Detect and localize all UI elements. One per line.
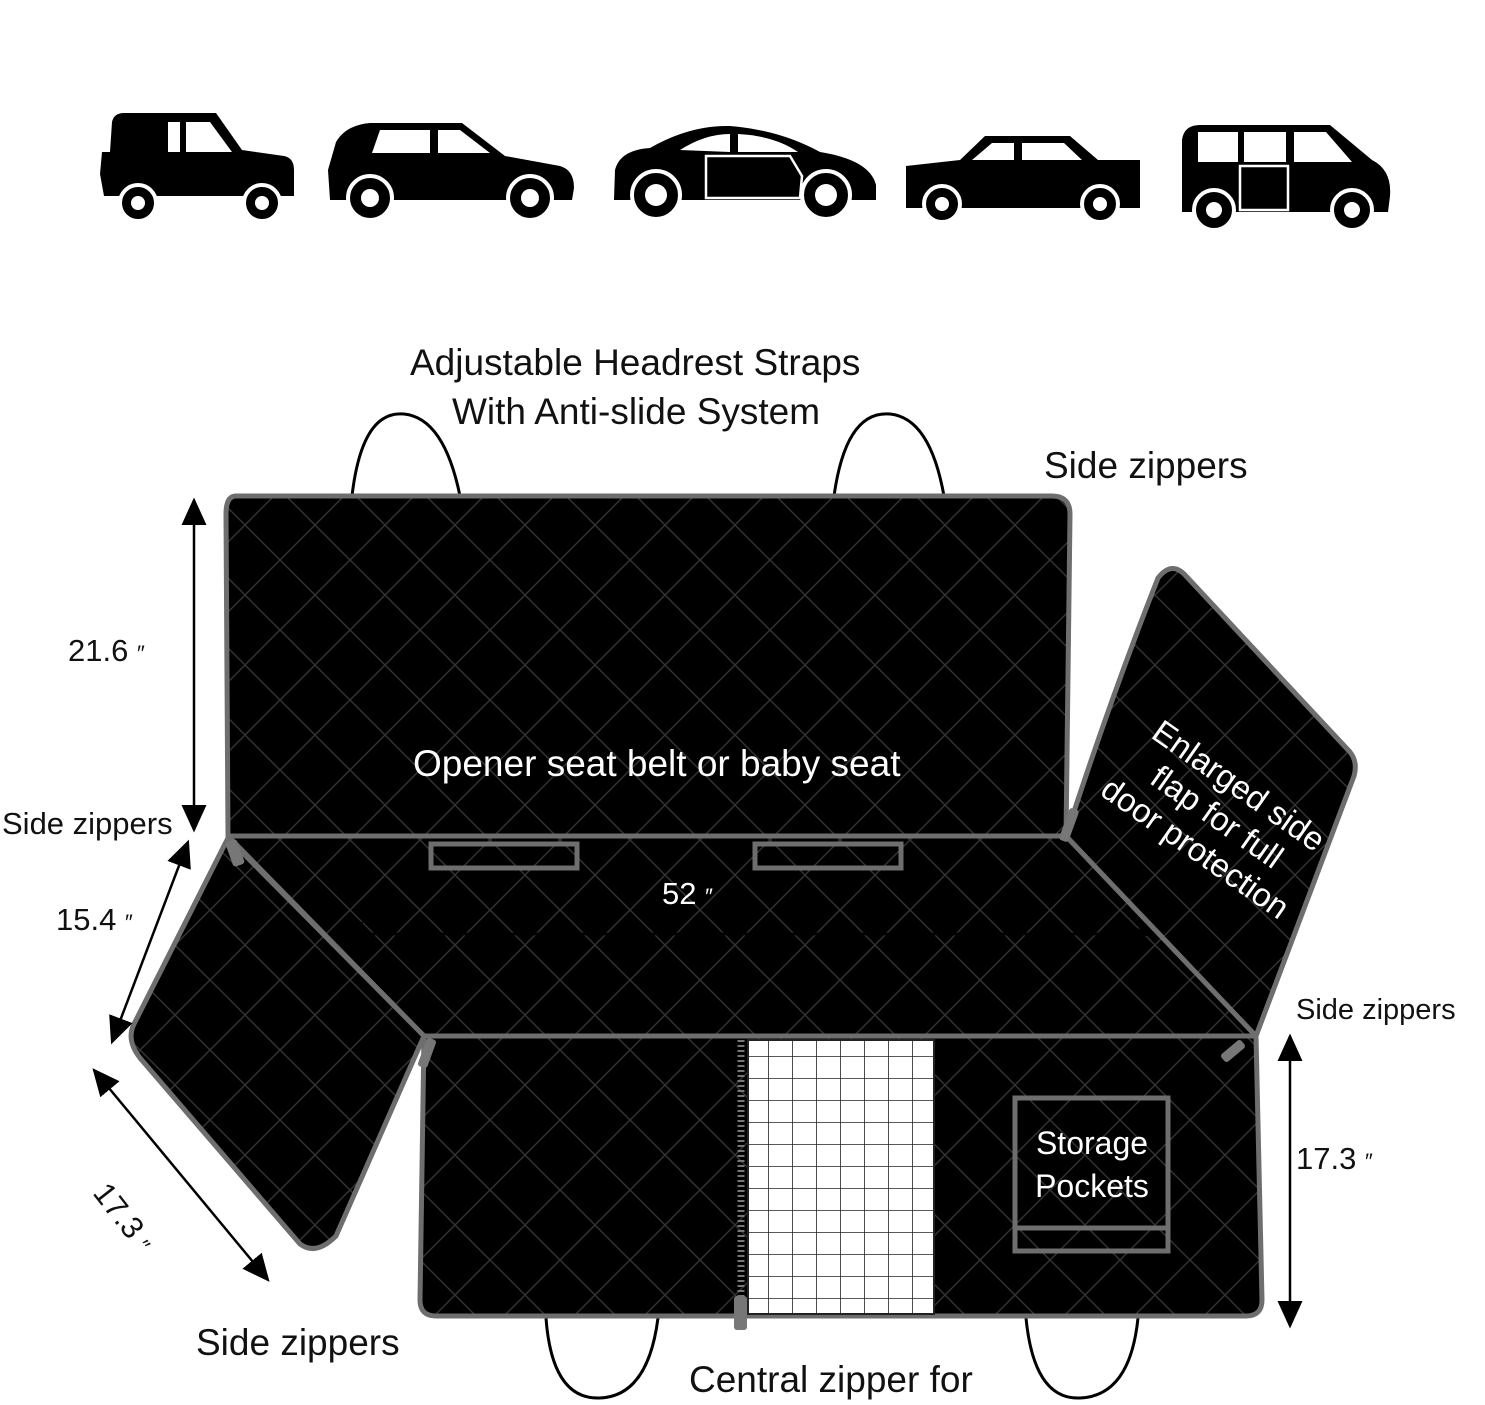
right-headrest-strap xyxy=(832,412,946,497)
headrest-straps-label-line2: With Anti-slide System xyxy=(452,391,821,432)
zipper-pull-bottom-left xyxy=(418,1038,436,1068)
sports-coupe-icon xyxy=(614,125,876,221)
storage-pockets-label-line2: Pockets xyxy=(1035,1168,1149,1205)
storage-pocket xyxy=(1012,1095,1171,1254)
side-zippers-label-right: Side zippers xyxy=(1296,994,1456,1026)
zipper-pull-right-bottom xyxy=(1221,1040,1245,1062)
side-zippers-label-bottom-left: Side zippers xyxy=(196,1322,400,1363)
zipper-pull-left xyxy=(225,839,245,867)
right-enlarged-flap xyxy=(1063,566,1358,1039)
arrow-left-flap-depth xyxy=(109,839,191,1045)
central-zipper xyxy=(734,1040,747,1330)
dim-left-flap-depth: 15.4 ″ xyxy=(56,902,133,938)
minivan-icon xyxy=(1182,125,1391,232)
headrest-straps xyxy=(350,412,946,497)
dimension-arrows xyxy=(92,497,1303,1329)
hatchback-car-icon xyxy=(328,123,574,222)
storage-pockets-label: Storage Pockets xyxy=(1018,1122,1166,1208)
vehicle-icons-row xyxy=(100,113,1391,232)
headrest-straps-label-line1: Adjustable Headrest Straps xyxy=(410,342,861,383)
opener-label: Opener seat belt or baby seat xyxy=(413,743,901,784)
dim-backrest-height: 21.6 ″ xyxy=(68,633,145,669)
seat-anchor-straps xyxy=(544,1317,1140,1400)
storage-pockets-label-line1: Storage xyxy=(1035,1125,1149,1161)
inch-mark: ″ xyxy=(1364,1149,1373,1174)
inch-mark: ″ xyxy=(136,641,145,666)
dim-bottom-flap-height-value: 17.3 xyxy=(1296,1141,1357,1176)
zipper-pull-right-top xyxy=(1059,808,1079,842)
pickup-sedan-icon xyxy=(906,136,1140,224)
central-mesh-window xyxy=(747,1039,935,1315)
central-zipper-label: Central zipper for xyxy=(689,1359,973,1400)
inch-mark: ″ xyxy=(705,884,713,909)
side-zippers-label-left: Side zippers xyxy=(2,806,173,841)
arrow-left-flap-length xyxy=(92,1068,270,1282)
inch-mark: ″ xyxy=(124,910,133,935)
seat-belt-opener-right xyxy=(752,841,904,871)
dim-backrest-height-value: 21.6 xyxy=(68,633,129,668)
zipper-pulls xyxy=(225,808,1245,1068)
dim-bottom-flap-height: 17.3 ″ xyxy=(1296,1141,1373,1177)
suv-jeep-icon xyxy=(100,113,294,223)
seat-belt-openers xyxy=(428,841,904,871)
seat-cover xyxy=(128,493,1358,1319)
dim-left-flap-depth-value: 15.4 xyxy=(56,902,117,937)
left-headrest-strap xyxy=(350,412,462,497)
dim-seat-width: 52 ″ xyxy=(662,876,713,912)
dim-seat-width-value: 52 xyxy=(662,876,697,911)
seat-belt-opener-left xyxy=(428,841,580,871)
side-zippers-label-top-right: Side zippers xyxy=(1044,445,1248,486)
